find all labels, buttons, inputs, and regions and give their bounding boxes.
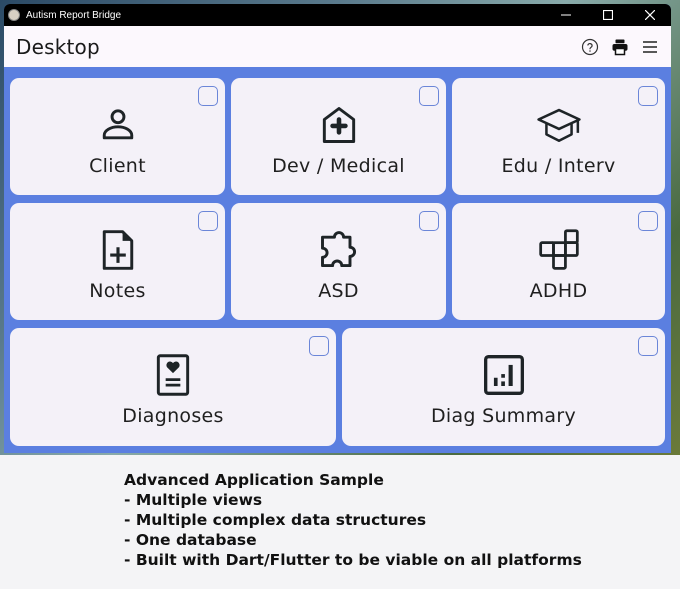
tile-grid: Client Dev / Medical Edu / Interv [4, 71, 671, 453]
tile-checkbox[interactable] [309, 336, 329, 356]
caption-title: Advanced Application Sample [124, 471, 384, 489]
tile-checkbox[interactable] [419, 211, 439, 231]
medical-house-icon [322, 106, 355, 143]
caption-line: - Multiple views [124, 491, 263, 509]
minimize-button[interactable] [545, 4, 587, 26]
sample-caption: Advanced Application Sample - Multiple v… [124, 470, 582, 570]
app-bar: Desktop [4, 26, 671, 69]
tile-diagnoses[interactable]: Diagnoses [10, 328, 336, 446]
printer-icon [612, 39, 628, 55]
tile-adhd[interactable]: ADHD [452, 203, 665, 320]
tile-checkbox[interactable] [638, 336, 658, 356]
tile-notes[interactable]: Notes [10, 203, 225, 320]
help-circle-icon [581, 38, 599, 55]
tile-checkbox[interactable] [638, 86, 658, 106]
heart-document-icon [156, 354, 190, 396]
caption-line: - Built with Dart/Flutter to be viable o… [124, 551, 582, 569]
tile-checkbox[interactable] [638, 211, 658, 231]
close-icon [645, 10, 655, 20]
minimize-icon [561, 14, 571, 16]
bar-chart-box-icon [483, 355, 524, 395]
tile-asd[interactable]: ASD [231, 203, 446, 320]
tile-diag-summary[interactable]: Diag Summary [342, 328, 665, 446]
tile-checkbox[interactable] [419, 86, 439, 106]
tile-label: Diag Summary [430, 405, 577, 427]
app-logo-icon [8, 9, 20, 21]
hamburger-menu-icon [643, 40, 657, 53]
maximize-icon [603, 10, 613, 20]
blocks-icon [538, 228, 579, 270]
close-button[interactable] [629, 4, 671, 26]
tile-label: ADHD [529, 279, 588, 302]
tile-label: Diagnoses [122, 405, 224, 427]
title-bar[interactable]: Autism Report Bridge [4, 4, 671, 26]
window-title: Autism Report Bridge [26, 9, 122, 21]
graduation-cap-icon [536, 108, 581, 142]
person-icon [102, 108, 133, 139]
tile-label: Edu / Interv [501, 154, 616, 177]
app-window: Autism Report Bridge Desktop [4, 4, 671, 453]
tile-checkbox[interactable] [198, 86, 218, 106]
tile-checkbox[interactable] [198, 211, 218, 231]
menu-button[interactable] [635, 32, 665, 62]
caption-line: - One database [124, 531, 257, 549]
tile-label: Client [89, 154, 146, 177]
maximize-button[interactable] [587, 4, 629, 26]
tile-label: Dev / Medical [272, 154, 405, 177]
tile-dev-medical[interactable]: Dev / Medical [231, 78, 446, 195]
note-add-icon [102, 229, 133, 270]
tile-edu-interv[interactable]: Edu / Interv [452, 78, 665, 195]
page-title: Desktop [16, 34, 100, 59]
caption-line: - Multiple complex data structures [124, 511, 427, 529]
tile-label: ASD [318, 279, 359, 302]
tile-client[interactable]: Client [10, 78, 225, 195]
print-button[interactable] [605, 32, 635, 62]
tile-label: Notes [89, 279, 146, 302]
help-button[interactable] [575, 32, 605, 62]
puzzle-piece-icon [320, 230, 356, 267]
